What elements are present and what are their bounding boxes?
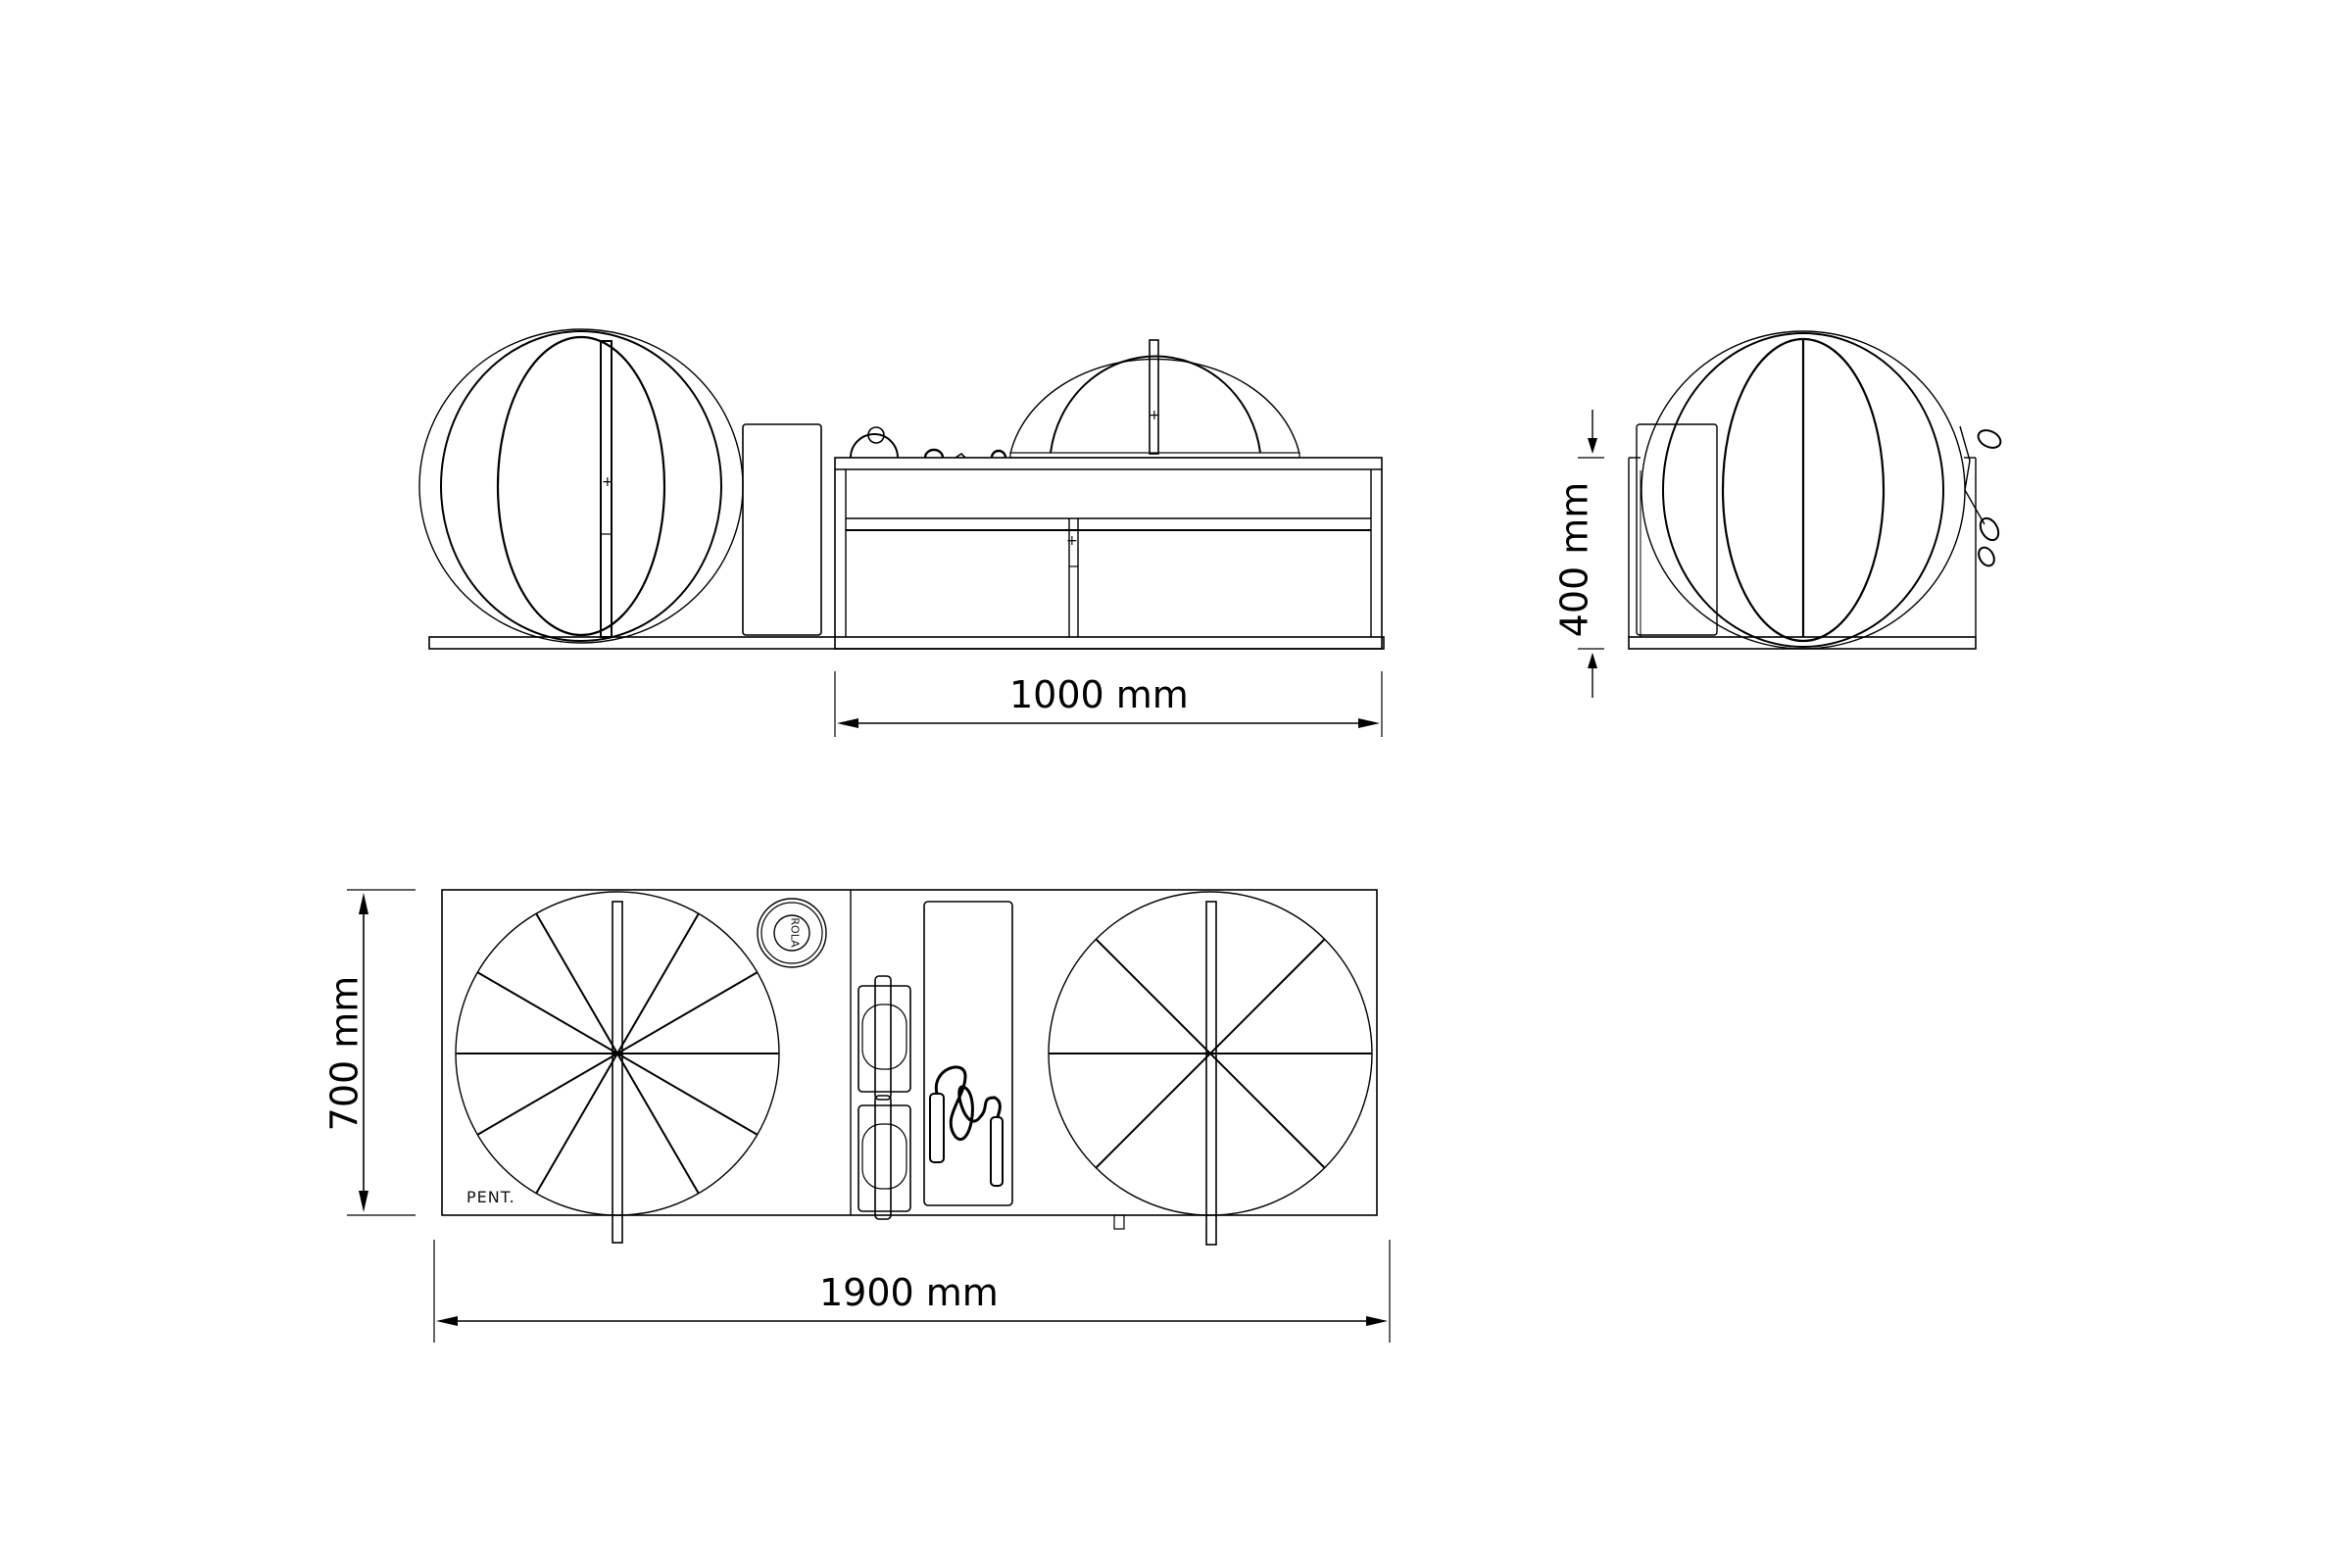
plan-outline: [441, 889, 1378, 1216]
dimension-700: [347, 889, 416, 1216]
plan-view: [347, 889, 1391, 1343]
dimension-label-400: 400 mm: [1552, 481, 1596, 638]
front-dome: +: [1009, 339, 1300, 459]
plan-left-ball: [455, 891, 780, 1244]
rola-label: ROLA: [788, 917, 802, 948]
svg-text:+: +: [1066, 533, 1078, 549]
plan-right-ball: [1048, 891, 1373, 1246]
side-elevation-view: [1578, 330, 2002, 698]
dimension-label-700: 700 mm: [322, 975, 367, 1132]
plan-small-tab: [1113, 1214, 1125, 1230]
dimension-400: [1578, 410, 1604, 698]
svg-text:+: +: [1149, 408, 1160, 423]
dimension-label-1000: 1000 mm: [1009, 673, 1189, 716]
side-jump-rope-handles: [1959, 425, 2002, 567]
dimension-1000: [834, 671, 1383, 737]
plan-hand-pads: [858, 975, 911, 1220]
plan-rola-puck: [757, 898, 827, 968]
plan-rope-tray: [923, 901, 1013, 1206]
front-tall-box: [742, 423, 822, 636]
dimension-1900: [433, 1240, 1391, 1343]
svg-text:+: +: [602, 474, 613, 490]
front-cabinet: +: [834, 457, 1383, 650]
dimension-label-1900: 1900 mm: [819, 1271, 999, 1314]
front-left-ball: +: [418, 328, 744, 644]
front-elevation-view: + + +: [418, 328, 1385, 737]
side-tall-box: [1636, 423, 1718, 636]
side-ball: [1641, 330, 1966, 650]
front-top-accessories: [850, 426, 1007, 459]
pent-brand-mark: PENT.: [466, 1188, 515, 1206]
